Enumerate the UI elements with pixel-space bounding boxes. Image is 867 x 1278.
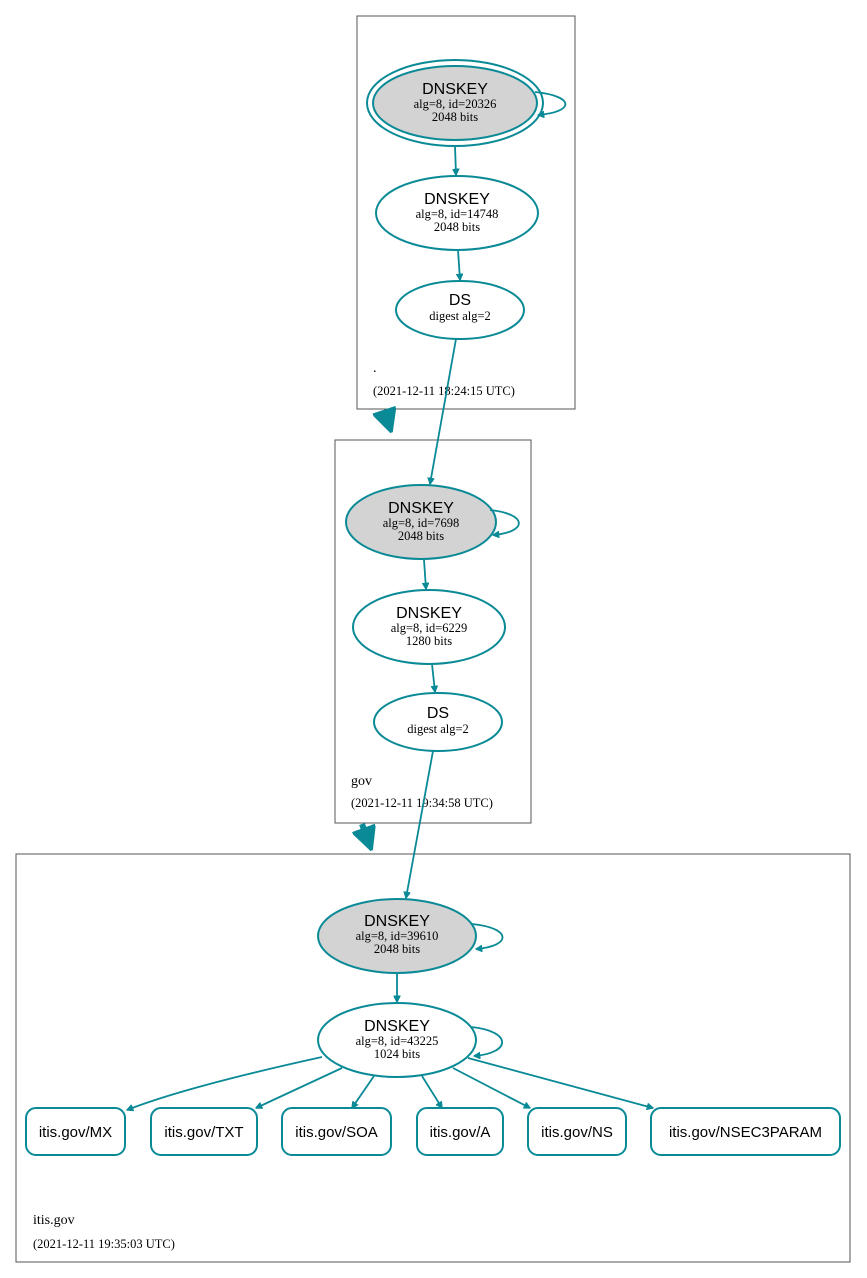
edge-root-ksk-self	[534, 91, 567, 115]
rrset-label: itis.gov/NSEC3PARAM	[669, 1124, 822, 1141]
node-alg: alg=8, id=39610	[356, 929, 439, 943]
node-alg: alg=8, id=7698	[383, 516, 460, 530]
rrset-label: itis.gov/MX	[39, 1124, 112, 1141]
edge-zsk-soa	[352, 1075, 375, 1108]
zone-gov-name: gov	[351, 774, 372, 789]
node-title: DS	[449, 292, 471, 309]
zone-root-timestamp: (2021-12-11 18:24:15 UTC)	[373, 384, 515, 398]
edge-itis-zsk-self	[470, 1026, 503, 1056]
edge-gov-ds-itis-ksk	[406, 750, 434, 898]
zone-gov-box	[334, 439, 532, 824]
edge-zsk-txt	[256, 1067, 343, 1108]
node-itis-ksk: DNSKEY alg=8, id=39610 2048 bits	[317, 898, 477, 974]
node-bits: 2048 bits	[432, 110, 478, 124]
node-title: DNSKEY	[388, 500, 454, 517]
rrset-a[interactable]: itis.gov/A	[416, 1107, 504, 1156]
node-title: DS	[427, 705, 449, 722]
zone-itis-timestamp: (2021-12-11 19:35:03 UTC)	[33, 1237, 175, 1251]
rrset-txt[interactable]: itis.gov/TXT	[150, 1107, 258, 1156]
node-bits: 1024 bits	[374, 1047, 420, 1061]
node-gov-ksk: DNSKEY alg=8, id=7698 2048 bits	[345, 484, 497, 560]
zone-itis-name: itis.gov	[33, 1213, 75, 1228]
node-bits: 2048 bits	[434, 220, 480, 234]
delegation-arrow-root-gov	[384, 410, 390, 428]
delegation-arrow-gov-itis	[362, 822, 370, 846]
node-itis-zsk: DNSKEY alg=8, id=43225 1024 bits	[317, 1002, 477, 1078]
edge-root-zsk-ds	[458, 249, 460, 280]
node-alg: alg=8, id=6229	[391, 621, 468, 635]
node-root-ksk: DNSKEY alg=8, id=20326 2048 bits	[366, 59, 544, 147]
edge-gov-ksk-zsk	[424, 559, 426, 589]
node-bits: 2048 bits	[374, 942, 420, 956]
zone-root-name: .	[373, 361, 377, 376]
zone-itis-box	[15, 853, 851, 1263]
rrset-nsec3param[interactable]: itis.gov/NSEC3PARAM	[650, 1107, 841, 1156]
edge-root-ds-gov-ksk	[430, 338, 457, 484]
node-alg: alg=8, id=14748	[416, 207, 499, 221]
zone-gov-timestamp: (2021-12-11 19:34:58 UTC)	[351, 796, 493, 810]
edge-zsk-a	[421, 1075, 442, 1108]
edge-itis-ksk-self	[471, 923, 504, 949]
node-bits: 2048 bits	[398, 529, 444, 543]
node-gov-zsk: DNSKEY alg=8, id=6229 1280 bits	[352, 589, 506, 665]
edge-gov-ksk-self	[489, 509, 520, 535]
rrset-label: itis.gov/SOA	[295, 1124, 378, 1141]
edge-zsk-nsec3param	[467, 1057, 653, 1108]
node-title: DNSKEY	[364, 1018, 430, 1035]
node-title: DNSKEY	[422, 81, 488, 98]
edge-gov-zsk-ds	[432, 663, 435, 692]
node-bits: 1280 bits	[406, 634, 452, 648]
edge-root-ksk-zsk	[455, 145, 456, 175]
edge-zsk-mx	[127, 1056, 323, 1110]
zone-root-box	[356, 15, 576, 410]
rrset-label: itis.gov/TXT	[164, 1124, 243, 1141]
rrset-soa[interactable]: itis.gov/SOA	[281, 1107, 392, 1156]
node-alg: alg=8, id=43225	[356, 1034, 439, 1048]
node-title: DNSKEY	[396, 605, 462, 622]
node-root-zsk: DNSKEY alg=8, id=14748 2048 bits	[375, 175, 539, 251]
node-digest: digest alg=2	[407, 722, 469, 736]
node-digest: digest alg=2	[429, 309, 491, 323]
node-title: DNSKEY	[364, 913, 430, 930]
rrset-label: itis.gov/A	[430, 1124, 491, 1141]
rrset-mx[interactable]: itis.gov/MX	[25, 1107, 126, 1156]
rrset-ns[interactable]: itis.gov/NS	[527, 1107, 627, 1156]
node-gov-ds: DS digest alg=2	[373, 692, 503, 752]
rrset-label: itis.gov/NS	[541, 1124, 613, 1141]
node-title: DNSKEY	[424, 191, 490, 208]
node-alg: alg=8, id=20326	[414, 97, 497, 111]
node-root-ds: DS digest alg=2	[395, 280, 525, 340]
edge-zsk-ns	[452, 1067, 530, 1109]
